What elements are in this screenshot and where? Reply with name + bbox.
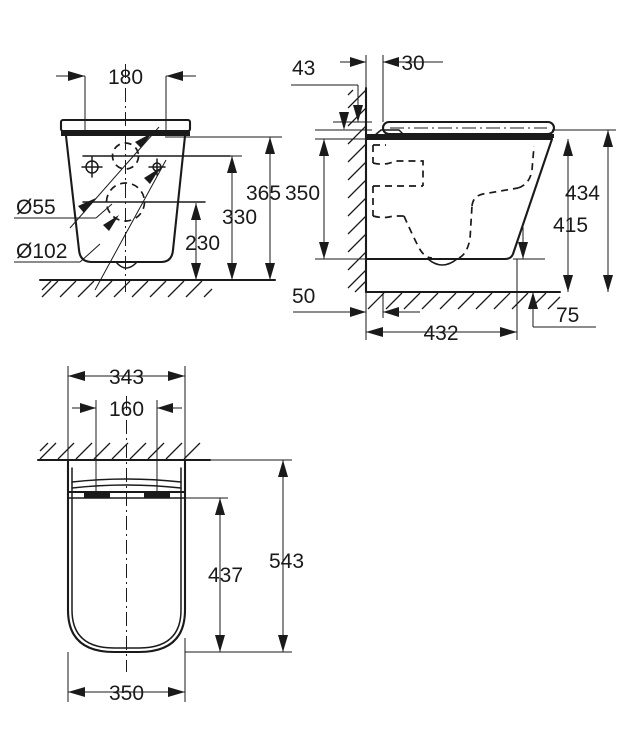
front-view-bore-leaders	[69, 126, 167, 291]
dim-343-label: 343	[109, 366, 144, 389]
dim-415: 415	[513, 139, 588, 292]
dim-43-label: 43	[292, 57, 315, 80]
dim-350b-label: 350	[109, 682, 144, 705]
side-view-body	[364, 129, 554, 266]
side-view-seat	[366, 120, 556, 138]
dim-dia55: Ø55	[14, 196, 113, 219]
front-view-bowl-body	[64, 134, 187, 269]
dim-180: 180	[56, 66, 196, 131]
dim-350-label: 350	[285, 182, 320, 205]
dim-30: 30	[340, 52, 443, 122]
dim-180-label: 180	[108, 66, 143, 89]
dim-434-label: 434	[565, 182, 600, 205]
dim-dia102-label: Ø102	[16, 240, 67, 263]
side-view: 43 30 350 415	[285, 52, 616, 345]
dim-dia102: Ø102	[14, 240, 101, 263]
dim-415-label: 415	[553, 214, 588, 237]
dim-30-label: 30	[401, 52, 424, 75]
side-view-floor	[364, 290, 562, 310]
dim-50-label: 50	[292, 285, 315, 308]
dim-543: 543	[185, 459, 304, 653]
front-view-floor	[38, 278, 277, 298]
dim-437-label: 437	[208, 564, 243, 587]
dim-365-label: 365	[246, 182, 281, 205]
dim-343: 343	[67, 366, 186, 492]
dim-230: 230	[185, 203, 220, 280]
dim-330: 330	[165, 155, 257, 280]
side-view-wall-hatch	[347, 89, 367, 293]
side-view-internal-bowl	[372, 144, 535, 259]
dim-160: 160	[72, 398, 182, 498]
dim-75: 75	[528, 292, 596, 328]
dim-43: 43	[291, 57, 372, 123]
dim-543-label: 543	[269, 550, 304, 573]
dim-330-label: 330	[222, 206, 257, 229]
dim-432: 432	[365, 259, 518, 345]
plan-view-wall	[36, 442, 212, 462]
dim-432-label: 432	[423, 322, 458, 345]
dim-75-label: 75	[556, 304, 579, 327]
dim-160-label: 160	[109, 398, 144, 421]
dim-350b: 350	[67, 638, 186, 705]
front-view-floor-hatch	[41, 280, 213, 298]
dim-437: 437	[160, 497, 243, 652]
front-view: Ø55 Ø102 180 230	[14, 64, 282, 298]
plan-view: 343 160 437 543	[36, 366, 304, 705]
dim-dia55-label: Ø55	[16, 196, 56, 219]
front-view-outlet-circles	[82, 142, 231, 222]
side-view-floor-hatch	[367, 292, 561, 310]
dim-230-label: 230	[185, 232, 220, 255]
dim-350: 350	[285, 112, 372, 260]
plan-view-wall-hatch	[39, 442, 201, 460]
dim-50: 50	[292, 285, 420, 318]
dim-434: 434	[552, 129, 616, 292]
dim-365: 365	[165, 136, 282, 280]
